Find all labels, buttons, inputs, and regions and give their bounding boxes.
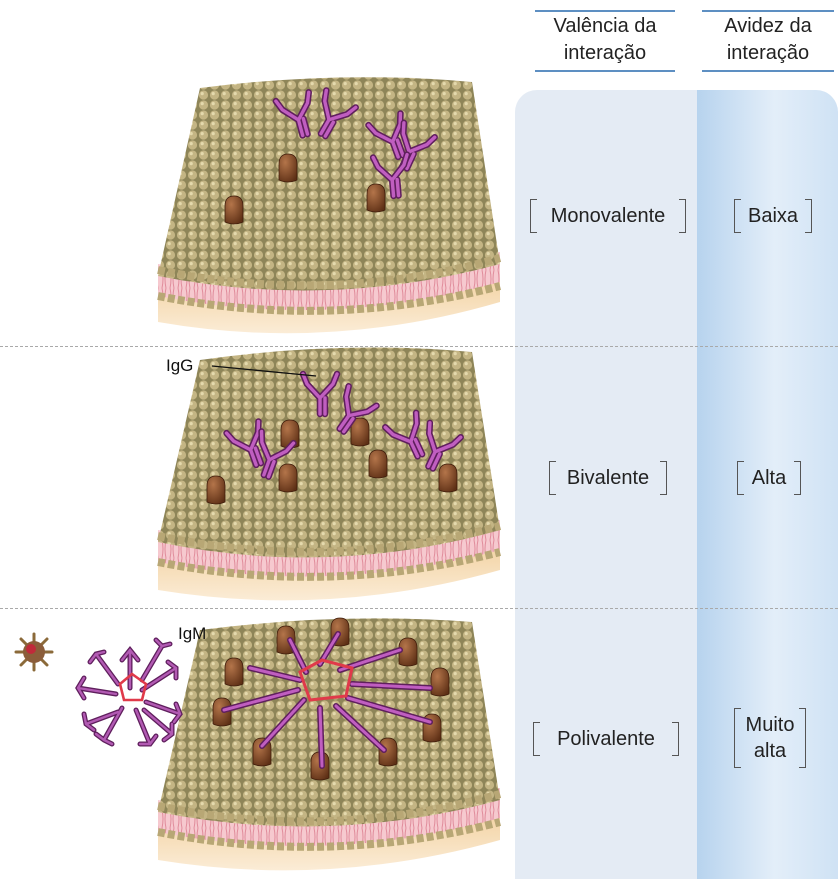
igm-pentamer [78, 640, 180, 744]
igm-label: IgM [178, 624, 206, 644]
avidity-label-row3: Muito alta [735, 708, 805, 768]
valence-label-row1: Monovalente [531, 199, 685, 233]
igg-label: IgG [166, 356, 193, 376]
avidity-label-row1: Baixa [735, 199, 811, 233]
antigen-particle-icon [16, 634, 52, 670]
membrane-3 [158, 618, 500, 870]
valence-label-row2: Bivalente [550, 461, 666, 495]
avidity-label-row2: Alta [738, 461, 800, 495]
valence-label-row3: Polivalente [534, 722, 678, 756]
